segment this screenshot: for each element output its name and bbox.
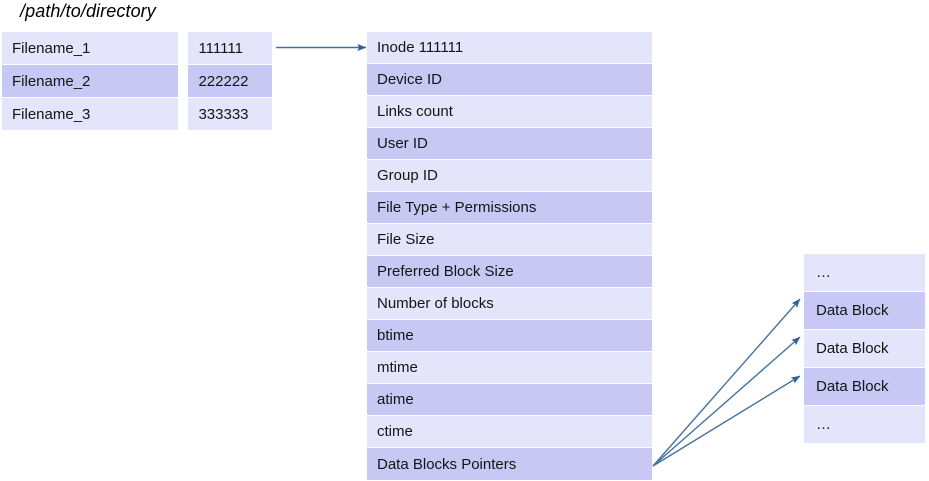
dirent-filename: Filename_1 [12,39,91,57]
data-block-row: Data Block [804,330,925,367]
directory-entries-table: Filename_1 111111 Filename_2 222222 File… [2,32,272,131]
dirent-filename: Filename_2 [12,72,91,90]
dirent-inode-number: 222222 [198,72,249,90]
column-divider [178,65,189,97]
inode-field-row: ctime [367,416,652,447]
data-block-ellipsis-bottom: … [804,406,925,443]
inode-field-row: atime [367,384,652,415]
inode-field-row: Group ID [367,160,652,191]
data-block-row: Data Block [804,368,925,405]
inode-data-blocks-pointers-row: Data Blocks Pointers [367,448,652,480]
pointer-to-datablock-arrow-2 [652,336,801,467]
inode-field-row: mtime [367,352,652,383]
inode-field-row: btime [367,320,652,351]
inode-field-row: Links count [367,96,652,127]
table-row: Filename_3 333333 [2,98,272,130]
inode-field-row: Inode 111111 [367,32,652,63]
table-row: Filename_2 222222 [2,65,272,97]
pointer-to-datablock-arrow-3 [652,375,801,467]
inode-field-row: User ID [367,128,652,159]
data-block-ellipsis-top: … [804,254,925,291]
inode-field-row: File Size [367,224,652,255]
inode-structure-table: Inode 111111 Device ID Links count User … [367,32,652,480]
dirent-filename: Filename_3 [12,105,91,123]
directory-path-title: /path/to/directory [20,1,156,21]
inode-field-row: File Type + Permissions [367,192,652,223]
data-blocks-table: … Data Block Data Block Data Block … [804,254,925,443]
table-row: Filename_1 111111 [2,32,272,64]
inode-field-row: Device ID [367,64,652,95]
inode-field-row: Preferred Block Size [367,256,652,287]
dirent-inode-number: 333333 [198,105,249,123]
column-divider [178,32,189,64]
inode-field-row: Number of blocks [367,288,652,319]
dirent-inode-number: 111111 [198,39,243,57]
pointer-to-datablock-arrow-1 [652,298,801,467]
data-block-row: Data Block [804,292,925,329]
column-divider [178,98,189,130]
